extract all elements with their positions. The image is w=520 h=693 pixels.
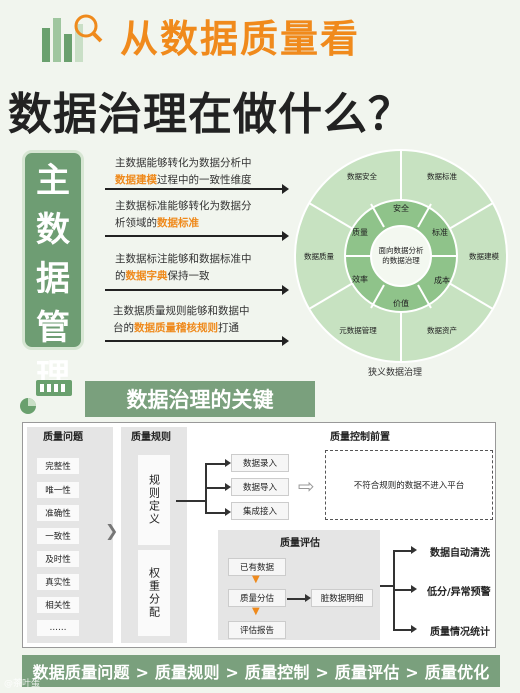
panel-char: 主 [36,161,70,201]
assessment-item: 评估报告 [228,621,286,639]
connector-line [393,550,413,552]
header-logo-icon [38,10,104,66]
quality-control-head: 质量控制前置 [330,432,390,443]
governance-wheel: 面向数据分析 的数据治理 安全 标准 成本 价值 效率 质量 数据安全 数据标准… [294,149,508,363]
wheel-inner-label: 成本 [434,275,450,285]
quality-issue-item: 完整性 [37,458,79,474]
control-item: 数据录入 [231,454,289,472]
connector-line [393,589,413,591]
control-result-box: 不符合规则的数据不进入平台 [325,450,493,520]
assessment-item: 已有数据 [228,558,286,576]
wheel-inner-label: 安全 [393,203,409,213]
wheel-inner-divider [417,284,432,309]
control-result-text: 不符合规则的数据不进入平台 [353,481,465,491]
panel-char: 管 [36,308,70,348]
quality-issue-item: 及时性 [37,551,79,567]
title-line-1: 从数据质量看 [120,17,361,61]
outcome-label: 质量情况统计 [430,627,490,638]
wheel-outer-label: 数据标准 [427,171,457,181]
quality-rules-head: 质量规则 [131,432,171,443]
rule-definition-block: 规则定义 [138,455,170,545]
outcome-label: 低分/异常预警 [427,587,491,598]
wheel-outer-divider [448,282,494,310]
title-line-2: 数据治理在做什么？ [8,89,413,140]
arrowhead [225,459,231,467]
arrowhead [411,585,417,593]
arrow-2 [105,231,289,241]
description-1: 主数据能够转化为数据分析中 数据建模过程中的一致性维度 [115,157,252,186]
control-item: 数据导入 [231,478,289,496]
arrowhead [411,625,417,633]
wheel-outer-label: 数据质量 [304,251,334,261]
quality-issue-item: 准确性 [37,505,79,521]
assessment-item: 质量分估 [228,589,286,607]
description-2: 主数据标准能够转化为数据分 析领域的数据标准 [115,200,252,229]
wheel-outer-divider [308,282,354,310]
section-2-title: 数据治理的关键 [85,381,315,417]
control-item: 集成接入 [231,502,289,520]
wheel-inner-label: 质量 [352,227,368,237]
quality-assessment-head: 质量评估 [280,538,320,549]
wheel-caption: 狭义数据治理 [368,368,423,378]
wheel-inner-label: 标准 [432,227,448,237]
master-data-panel: 主 数 据 管 理 [22,150,84,397]
connector-line [205,487,227,489]
arrowhead [225,508,231,516]
arrow-1 [105,184,289,194]
connector-line [380,585,394,587]
wheel-outer-divider [308,202,354,230]
arrowhead [225,483,231,491]
dirty-data-box: 脏数据明细 [311,589,373,607]
outcome-label: 数据自动清洗 [430,548,490,559]
quality-issue-item: 一致性 [37,528,79,544]
wheel-center-label: 的数据治理 [382,255,420,265]
down-arrow-icon: ▼ [252,574,260,585]
quality-issue-item: 相关性 [37,597,79,613]
wheel-center-label: 面向数据分析 [379,245,424,255]
down-arrow-icon: ▼ [252,606,260,617]
arrow-right-icon: ⇨ [298,474,315,498]
wheel-inner-divider [417,203,432,228]
watermark: @茶叶蛋 [4,679,41,689]
arrowhead [305,594,311,602]
chevron-right-icon: ❯ [105,521,119,540]
description-3: 主数据标注能够和数据标准中 的数据字典保持一致 [115,253,252,282]
wheel-inner-divider [370,284,385,309]
wheel-inner-divider [370,203,385,228]
connector-line [176,500,206,502]
quality-issue-item: …… [37,620,79,636]
wheel-outer-label: 数据资产 [427,325,457,335]
wheel-outer-label: 元数据管理 [339,325,377,335]
wheel-outer-label: 数据建模 [469,251,499,261]
wheel-center [370,225,432,287]
quality-issue-item: 唯一性 [37,482,79,498]
process-summary-bar: 数据质量问题 > 质量规则 > 质量控制 > 质量评估 > 质量优化 [22,655,500,687]
connector-line [205,512,227,514]
wheel-outer-label: 数据安全 [347,171,377,181]
quality-issue-item: 真实性 [37,574,79,590]
wheel-inner-label: 效率 [352,274,368,284]
connector-line [205,463,227,465]
panel-char: 数 [36,210,70,250]
panel-char: 据 [36,259,70,299]
wheel-inner-label: 价值 [393,298,409,308]
weight-allocation-block: 权重分配 [138,550,170,636]
wheel-outer-divider [448,202,494,230]
arrow-3 [105,285,289,295]
description-4: 主数据质量规则能够和数据中 台的数据质量稽核规则打通 [113,305,250,334]
arrowhead [411,546,417,554]
quality-issues-head: 质量问题 [43,432,83,443]
connector-line [287,598,307,600]
arrow-4 [105,336,289,346]
section-icon [18,378,78,418]
connector-line [393,629,413,631]
